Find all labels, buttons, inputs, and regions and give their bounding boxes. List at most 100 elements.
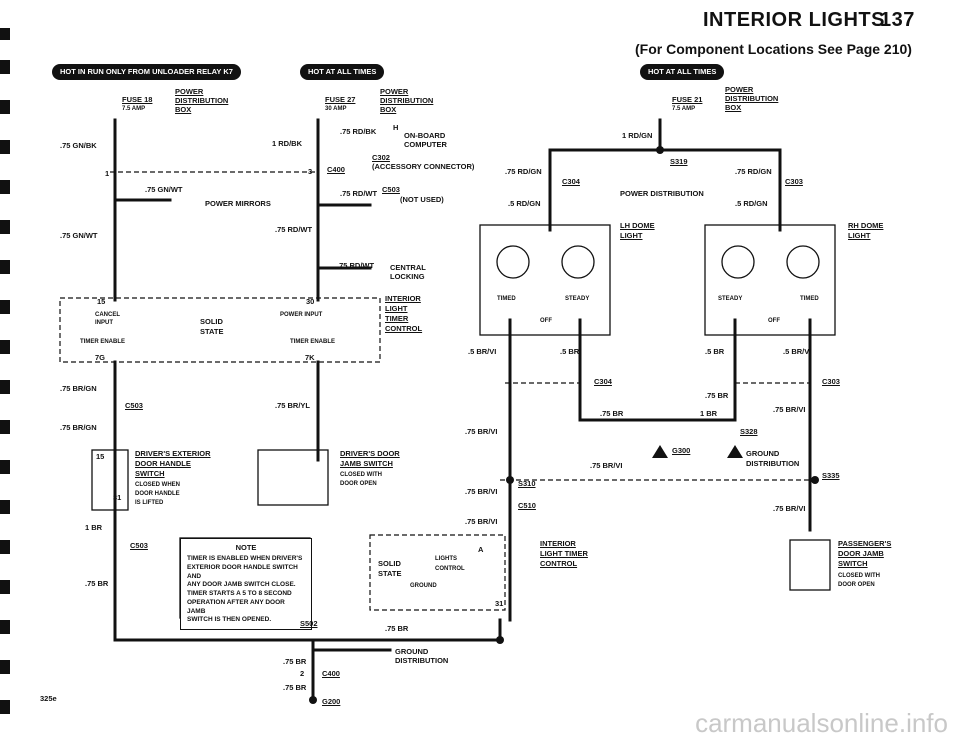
- connector-label: C400: [322, 669, 340, 678]
- wire-label: 1 RD/GN: [622, 131, 653, 140]
- wire-label: .75 BR/GN: [60, 384, 97, 393]
- connector-label: C400: [327, 165, 345, 174]
- binder-mark: [0, 60, 10, 74]
- timer-note: NOTE TIMER IS ENABLED WHEN DRIVER'S EXTE…: [180, 538, 312, 631]
- note-line: TIMER IS ENABLED WHEN DRIVER'S: [187, 555, 303, 563]
- connector-label: C503: [382, 185, 400, 194]
- drv-jamb-state-line1: CLOSED WITH: [340, 472, 382, 478]
- fuse-21-label: FUSE 21: [672, 95, 703, 104]
- wire-label: .75 RD/BK: [340, 127, 377, 136]
- wire-label: .5 RD/GN: [735, 199, 768, 208]
- wire-label: .75 BR/YL: [275, 401, 311, 410]
- int-timer-line4: CONTROL: [385, 324, 423, 333]
- connector-label: C302: [372, 153, 390, 162]
- connector-label: C303: [785, 177, 803, 186]
- pin-label: 30: [306, 297, 315, 306]
- onboard-line1: ON-BOARD: [404, 131, 446, 140]
- note-line: ANY DOOR JAMB SWITCH CLOSE.: [187, 581, 296, 589]
- wire-label: .75 BR: [283, 683, 307, 692]
- power-input-label: POWER INPUT: [280, 312, 323, 318]
- connector-label: C510: [518, 501, 536, 510]
- wire-label: .75 RD/WT: [275, 225, 313, 234]
- wire-label: 1 RD/BK: [272, 139, 303, 148]
- note-line: EXTERIOR DOOR HANDLE SWITCH AND: [187, 563, 298, 580]
- lights-control-line1: LIGHTS: [435, 556, 457, 562]
- binder-mark: [0, 660, 10, 674]
- int-timer-ctrl-line3: CONTROL: [540, 559, 578, 568]
- note-line: TIMER STARTS A 5 TO 8 SECOND: [187, 590, 292, 598]
- wire-label: .75 BR: [283, 657, 307, 666]
- binder-mark: [0, 460, 10, 474]
- fuse-27-amp: 30 AMP: [325, 106, 347, 112]
- solid-state-line2: STATE: [200, 327, 224, 336]
- ground-dist-2-line2: DISTRIBUTION: [395, 656, 449, 665]
- connector-label: C503: [125, 401, 143, 410]
- int-timer-line2: LIGHT: [385, 304, 408, 313]
- pdb-3-line3: BOX: [725, 103, 742, 112]
- connector-label: S319: [670, 157, 688, 166]
- central-locking-line2: LOCKING: [390, 272, 425, 281]
- wire-label: 1 BR: [700, 409, 718, 418]
- pass-jamb-line2: DOOR JAMB: [838, 549, 884, 558]
- binder-mark: [0, 140, 10, 154]
- wire-label: .75 GN/BK: [60, 141, 97, 150]
- binder-mark: [0, 100, 10, 114]
- rh-steady-label: STEADY: [718, 296, 743, 302]
- int-timer-ctrl-line2: LIGHT TIMER: [540, 549, 588, 558]
- ground-dist-1-line2: DISTRIBUTION: [746, 459, 800, 468]
- wire-label: .75 BR: [600, 409, 624, 418]
- banner-run-only: HOT IN RUN ONLY FROM UNLOADER RELAY K7: [52, 64, 241, 80]
- onboard-line2: COMPUTER: [404, 140, 447, 149]
- wire-label: .75 BR/GN: [60, 423, 97, 432]
- pin-label: A: [478, 545, 484, 554]
- binder-mark: [0, 180, 10, 194]
- pdb-1-line2: DISTRIBUTION: [175, 96, 229, 105]
- page-number: 137: [880, 9, 915, 31]
- connector-label: C503: [130, 541, 148, 550]
- rh-dome-line1: RH DOME: [848, 221, 884, 230]
- drv-door-jamb-line1: DRIVER'S DOOR: [340, 449, 400, 458]
- note-line: SWITCH IS THEN OPENED.: [187, 616, 272, 624]
- drv-jamb-state-line2: DOOR OPEN: [340, 481, 377, 487]
- connector-label: G300: [672, 446, 691, 455]
- lights-control-line2: CONTROL: [435, 566, 465, 572]
- connector-label: S335: [822, 471, 840, 480]
- pdb-1-line1: POWER: [175, 87, 204, 96]
- power-distribution-label: POWER DISTRIBUTION: [620, 189, 704, 198]
- wire-label: .75 BR: [385, 624, 409, 633]
- power-mirrors-label: POWER MIRRORS: [205, 199, 271, 208]
- solid-state-2-line1: SOLID: [378, 559, 401, 568]
- timer-enable-1: TIMER ENABLE: [80, 339, 125, 345]
- pin-label: H: [393, 123, 399, 132]
- drv-ext-state-line1: CLOSED WHEN: [135, 482, 180, 488]
- connector-label: S310: [518, 479, 536, 488]
- pin-label: 7G: [95, 353, 106, 362]
- drv-ext-handle-line3: SWITCH: [135, 469, 165, 478]
- fuse-18-amp: 7.5 AMP: [122, 106, 146, 112]
- accessory-label: (ACCESSORY CONNECTOR): [372, 162, 475, 171]
- pdb-2-line3: BOX: [380, 105, 397, 114]
- lh-dome-line1: LH DOME: [620, 221, 655, 230]
- connector-label: G200: [322, 697, 341, 706]
- binder-mark: [0, 300, 10, 314]
- wire-label: .75 BR/VI: [465, 487, 498, 496]
- binder-mark: [0, 540, 10, 554]
- ground-dist-2-line1: GROUND: [395, 647, 429, 656]
- binder-mark: [0, 220, 10, 234]
- timer-enable-2: TIMER ENABLE: [290, 339, 335, 345]
- lh-timed-label: TIMED: [497, 296, 516, 302]
- wire-label: .75 BR: [705, 391, 729, 400]
- connector-label: C304: [594, 377, 612, 386]
- rh-dome-line2: LIGHT: [848, 231, 871, 240]
- binder-mark: [0, 340, 10, 354]
- central-locking-line1: CENTRAL: [390, 263, 426, 272]
- rh-dome-housing: [704, 224, 836, 336]
- pin-label: 31: [113, 493, 122, 502]
- binder-mark: [0, 500, 10, 514]
- timer-module-outline-2: [369, 534, 506, 611]
- binder-mark: [0, 580, 10, 594]
- banner-hot-all-1: HOT AT ALL TIMES: [300, 64, 385, 80]
- watermark: carmanualsonline.info: [695, 708, 948, 738]
- page-subtitle: (For Component Locations See Page 210): [635, 41, 912, 57]
